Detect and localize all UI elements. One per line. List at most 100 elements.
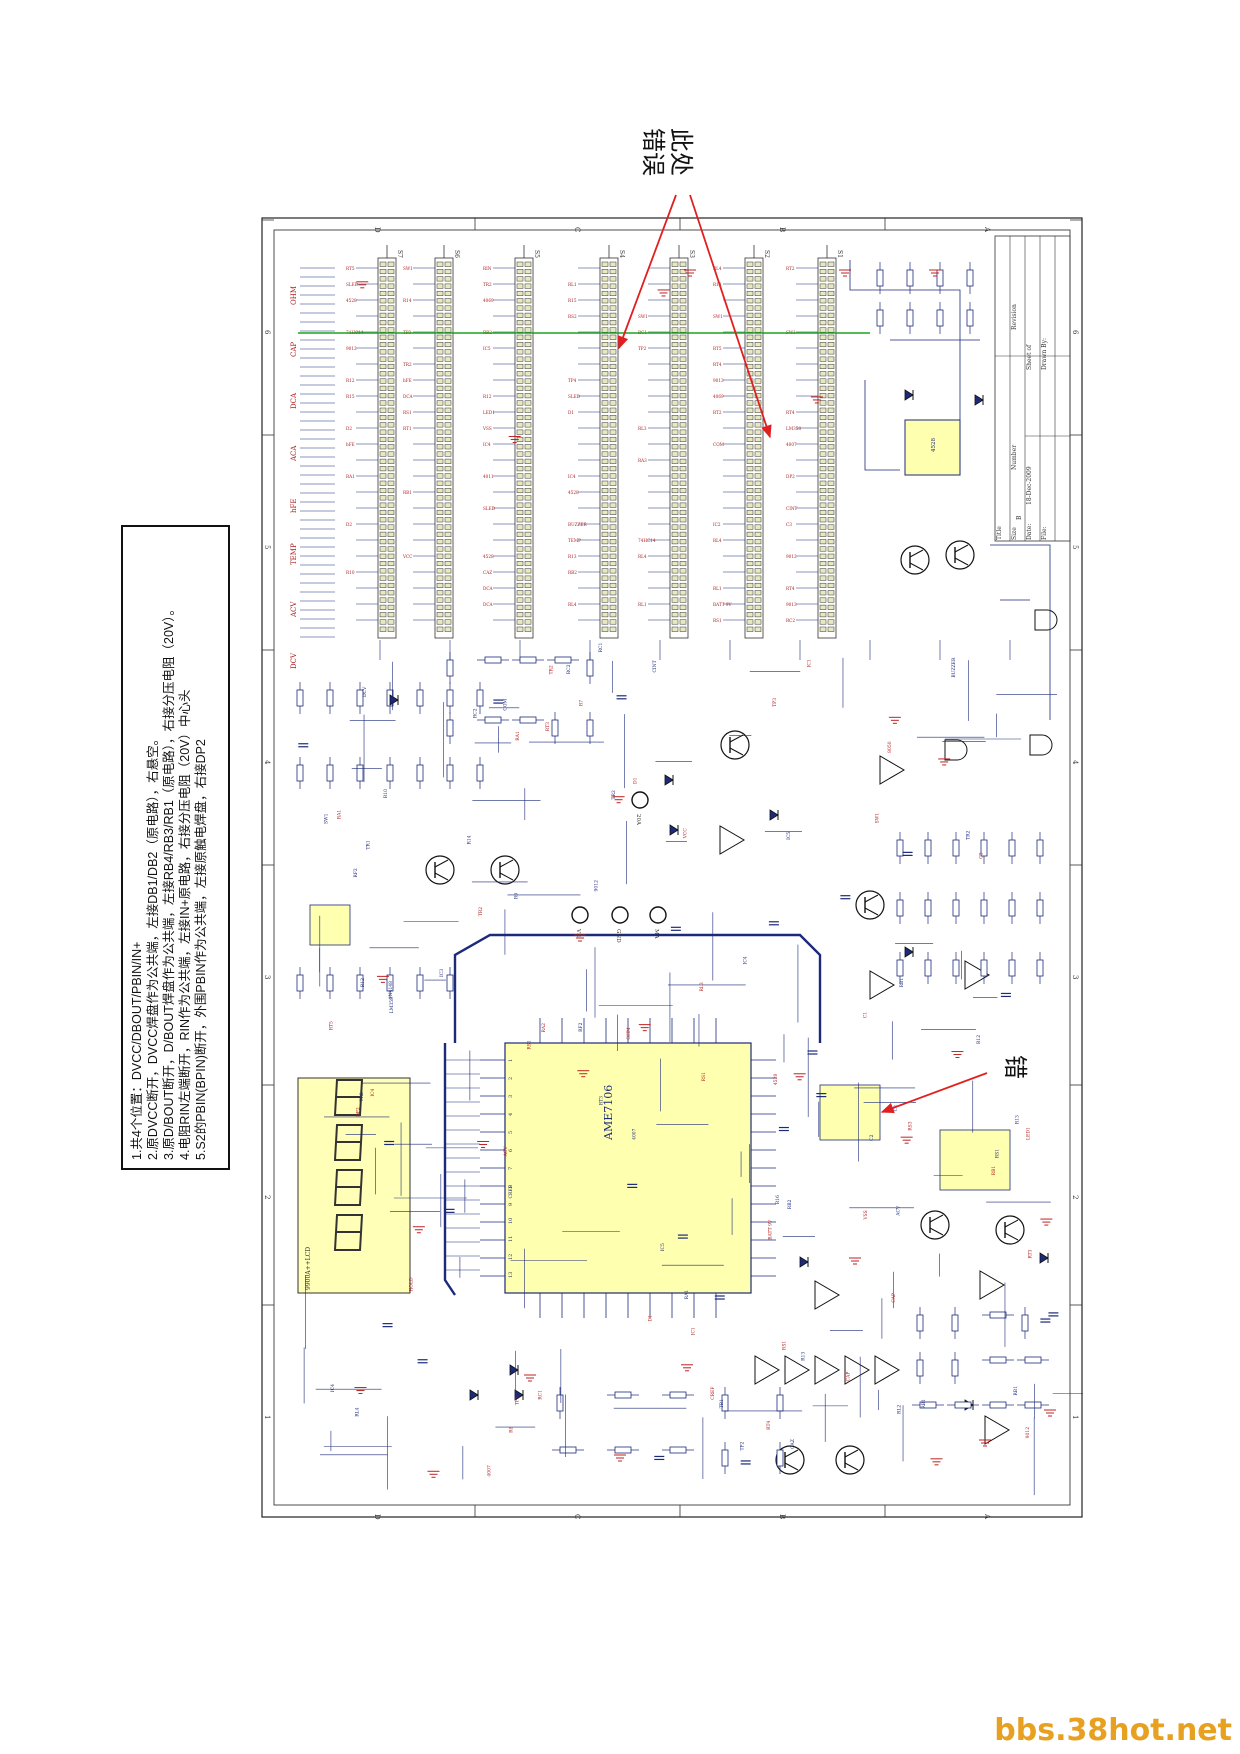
resistor: [906, 309, 914, 327]
switch-pad: [444, 568, 452, 574]
switch-pad: [601, 298, 609, 304]
resistor: [1021, 1314, 1029, 1332]
switch-pad: [671, 407, 679, 413]
switch-pad: [754, 466, 762, 472]
switch-pad: [679, 385, 687, 391]
net-label: IC2: [713, 522, 721, 527]
switch-pad: [436, 473, 444, 479]
switch-pad: [601, 436, 609, 442]
switch-pad: [609, 575, 617, 581]
switch-pad: [671, 283, 679, 289]
switch-pad: [679, 568, 687, 574]
switch-pad: [679, 495, 687, 501]
switch-pad: [671, 473, 679, 479]
switch-pad: [679, 342, 687, 348]
net-label: 9012: [594, 880, 600, 892]
net-label: BUZZER: [568, 522, 587, 527]
switch-pad: [379, 524, 387, 530]
terminal-label: VR: [575, 928, 581, 938]
switch-pad: [387, 422, 395, 428]
switch-pad: [379, 312, 387, 318]
input-terminal: [631, 791, 649, 809]
switch-pad: [524, 590, 532, 596]
net-label: OHM: [626, 1027, 632, 1040]
transistor: [995, 1215, 1025, 1245]
net-label: DCA: [483, 586, 494, 591]
net-label: TR2: [403, 362, 412, 367]
switch-pad: [609, 568, 617, 574]
net-label: RS1: [701, 1072, 707, 1081]
switch-pad: [746, 298, 754, 304]
net-label: R13: [1014, 1115, 1020, 1124]
switch-pad: [387, 480, 395, 486]
switch-pad: [671, 546, 679, 552]
resistor: [476, 689, 484, 707]
diode: [509, 1364, 519, 1376]
switch-pad: [754, 415, 762, 421]
switch-pad: [379, 378, 387, 384]
net-label: RL4: [355, 1407, 361, 1416]
resistor: [614, 1391, 632, 1399]
switch-pad: [754, 539, 762, 545]
switch-pad: [524, 546, 532, 552]
switch-pad: [827, 356, 835, 362]
switch-pad: [436, 488, 444, 494]
switch-pad: [516, 561, 524, 567]
diode: [769, 809, 779, 821]
notes-box: 1.共4个位置：DVCC/DBOUT/PBIN/IN+ 2.原DVCC断开，DV…: [121, 525, 230, 1170]
switch-sw1: [819, 1084, 881, 1141]
switch-pad: [387, 495, 395, 501]
switch-pad: [444, 378, 452, 384]
switch-pad: [827, 371, 835, 377]
transistor-lead: [864, 907, 879, 916]
switch-pad: [671, 312, 679, 318]
transistor-lead: [929, 1214, 944, 1223]
transistor: [720, 730, 750, 760]
net-label: 4069: [713, 394, 724, 399]
switch-pad: [679, 524, 687, 530]
switch-pad: [609, 400, 617, 406]
switch-pad: [436, 604, 444, 610]
net-label: R10: [346, 570, 355, 575]
switch-pad: [524, 495, 532, 501]
net-label: D1: [568, 410, 574, 415]
switch-pad: [524, 597, 532, 603]
switch-hold: [309, 904, 351, 946]
switch-pad: [754, 458, 762, 464]
net-label: 4528: [568, 490, 579, 495]
switch-pad: [436, 356, 444, 362]
zone-number-left: 1: [263, 1415, 271, 1419]
switch-pad: [827, 561, 835, 567]
switch-pad: [387, 290, 395, 296]
switch-pad: [827, 488, 835, 494]
resistor: [446, 764, 454, 782]
switch-pad: [609, 524, 617, 530]
switch-pad: [387, 509, 395, 515]
switch-pad: [746, 626, 754, 632]
net-label: RT5: [329, 1021, 335, 1030]
switch-pad: [679, 320, 687, 326]
switch-pad: [819, 539, 827, 545]
switch-pad: [516, 524, 524, 530]
net-label: 4069: [483, 298, 494, 303]
switch-pad: [379, 626, 387, 632]
switch-pad: [524, 626, 532, 632]
switch-pad: [387, 276, 395, 282]
switch-pad: [827, 342, 835, 348]
switch-pad: [679, 305, 687, 311]
transistor-lead: [909, 562, 924, 571]
transistor: [425, 855, 455, 885]
switch-pad: [444, 393, 452, 399]
switch-pad: [387, 283, 395, 289]
switch-pad: [524, 480, 532, 486]
switch-pad: [379, 283, 387, 289]
net-label: RT3: [545, 722, 551, 731]
switch-pad: [827, 378, 835, 384]
switch-pad: [827, 298, 835, 304]
resistor: [296, 764, 304, 782]
switch-pad: [754, 619, 762, 625]
switch-pad: [671, 561, 679, 567]
net-label: TEMP: [568, 538, 581, 543]
switch-pad: [609, 619, 617, 625]
switch-pad: [609, 378, 617, 384]
